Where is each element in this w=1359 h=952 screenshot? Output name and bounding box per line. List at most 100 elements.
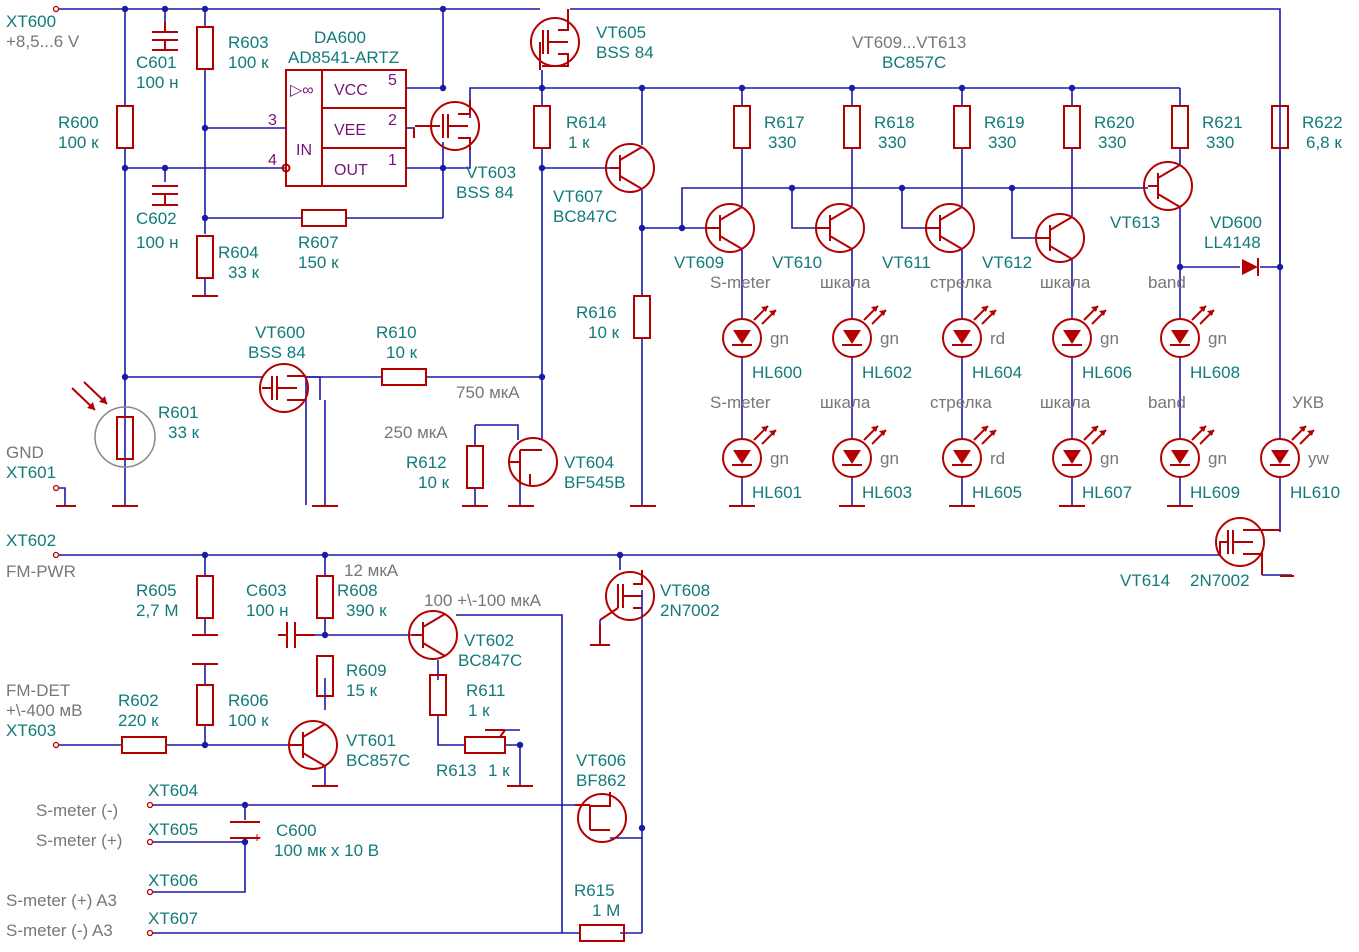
da600-ref: DA600 (314, 28, 366, 47)
xt601-label: GND (6, 443, 44, 462)
ic-labels: DA600 AD8541-ARTZ VCC VEE IN OUT ▷∞ 5 2 … (268, 28, 399, 179)
r600-value: 100 к (58, 133, 99, 152)
vt608-part: 2N7002 (660, 601, 720, 620)
xt601-ref: XT601 (6, 463, 56, 482)
led-hl609 (1160, 425, 1215, 478)
photoresistor-r601 (71, 381, 156, 468)
current-12: 12 мкА (344, 561, 399, 580)
led-hl604 (942, 305, 997, 358)
vt609-613-range: VT609...VT613 (852, 33, 966, 52)
xt600-ref: XT600 (6, 12, 56, 31)
da600-vcc-label: VCC (334, 82, 368, 99)
junctions (121, 5, 1284, 846)
r613-value: 1 к (488, 761, 510, 780)
r618-ref: R618 (874, 113, 915, 132)
vt608-ref: VT608 (660, 581, 710, 600)
current-250: 250 мкА (384, 423, 448, 442)
r604-ref: R604 (218, 243, 259, 262)
r601-ref: R601 (158, 403, 199, 422)
c601-value: 100 н (136, 73, 178, 92)
led-hl603-label: шкала (820, 393, 871, 412)
vt611-ref: VT611 (882, 253, 931, 272)
r621-value: 330 (1206, 133, 1234, 152)
vt602-ref: VT602 (464, 631, 514, 650)
xt605-ref: XT605 (148, 820, 198, 839)
vt614-ref: VT614 (1120, 571, 1170, 590)
da600-in-label: IN (296, 142, 312, 159)
da600-out-label: OUT (334, 162, 368, 179)
led-hl608-ref: HL608 (1190, 363, 1240, 382)
r614-value: 1 к (568, 133, 590, 152)
ground-symbols (56, 128, 1294, 787)
led-hl610-label: УКВ (1292, 393, 1324, 412)
r608-value: 390 к (346, 601, 387, 620)
led-hl605 (942, 425, 997, 478)
led-hl607-color: gn (1100, 449, 1119, 468)
r607-value: 150 к (298, 253, 339, 272)
r621-ref: R621 (1202, 113, 1243, 132)
r609-value: 15 к (346, 681, 378, 700)
vt606-part: BF862 (576, 771, 626, 790)
r600-ref: R600 (58, 113, 99, 132)
transistor-symbols (259, 9, 1280, 843)
vt600-part: BSS 84 (248, 343, 306, 362)
led-hl607 (1052, 425, 1107, 478)
r617-ref: R617 (764, 113, 805, 132)
diode-labels: VD600 LL4148 (1204, 213, 1262, 252)
r602-value: 220 к (118, 711, 159, 730)
capacitor-labels: C600 100 мк x 10 В C601 100 н C602 100 н… (136, 53, 379, 860)
vt612-ref: VT612 (982, 253, 1032, 272)
vt613-ref: VT613 (1110, 213, 1160, 232)
r616-ref: R616 (576, 303, 617, 322)
vt605-ref: VT605 (596, 23, 646, 42)
r622-ref: R622 (1302, 113, 1343, 132)
vd600-ref: VD600 (1210, 213, 1262, 232)
da600-part: AD8541-ARTZ (288, 48, 399, 67)
r613-ref: R613 (436, 761, 477, 780)
terminals (52, 5, 154, 937)
xt602-ref: XT602 (6, 531, 56, 550)
xt603-label-1: FM-DET (6, 681, 70, 700)
c602-ref: C602 (136, 209, 177, 228)
c603-ref: C603 (246, 581, 287, 600)
da600-pin-3: 3 (268, 112, 277, 129)
da600-pin-4: 4 (268, 152, 277, 169)
c603-value: 100 н (246, 601, 288, 620)
led-hl607-label: шкала (1040, 393, 1091, 412)
led-hl600-color: gn (770, 329, 789, 348)
xt600-label: +8,5...6 V (6, 32, 80, 51)
xt604-label: S-meter (-) (36, 801, 118, 820)
r615-value: 1 M (592, 901, 620, 920)
led-hl601-label: S-meter (710, 393, 771, 412)
led-hl605-ref: HL605 (972, 483, 1022, 502)
xt605-label: S-meter (+) (36, 831, 122, 850)
led-hl605-color: rd (990, 449, 1005, 468)
vt609-ref: VT609 (674, 253, 724, 272)
led-hl604-label: стрелка (930, 273, 992, 292)
r609-ref: R609 (346, 661, 387, 680)
da600-opamp-symbol: ▷∞ (290, 82, 314, 99)
led-hl604-color: rd (990, 329, 1005, 348)
current-100: 100 +\-100 мкА (424, 591, 542, 610)
led-hl602-label: шкала (820, 273, 871, 292)
r607-ref: R607 (298, 233, 339, 252)
xt607-label: S-meter (-) A3 (6, 921, 113, 940)
transistor-labels: VT600 BSS 84 VT601 BC857C VT602 BC847C V… (248, 23, 1250, 790)
vt603-ref: VT603 (466, 163, 516, 182)
led-hl601-ref: HL601 (752, 483, 802, 502)
led-hl600 (722, 305, 777, 358)
r620-value: 330 (1098, 133, 1126, 152)
led-hl602-color: gn (880, 329, 899, 348)
xt606-label: S-meter (+) A3 (6, 891, 117, 910)
vt610-ref: VT610 (772, 253, 822, 272)
current-annotations: 750 мкА 250 мкА 12 мкА 100 +\-100 мкА (344, 383, 542, 610)
led-hl606-label: шкала (1040, 273, 1091, 292)
r614-ref: R614 (566, 113, 607, 132)
vt601-ref: VT601 (346, 731, 396, 750)
svg-text:+: + (253, 829, 261, 845)
r617-value: 330 (768, 133, 796, 152)
led-hl602-ref: HL602 (862, 363, 912, 382)
da600-pin-5: 5 (388, 72, 397, 89)
vt609-613-part: BC857C (882, 53, 946, 72)
r616-value: 10 к (588, 323, 620, 342)
